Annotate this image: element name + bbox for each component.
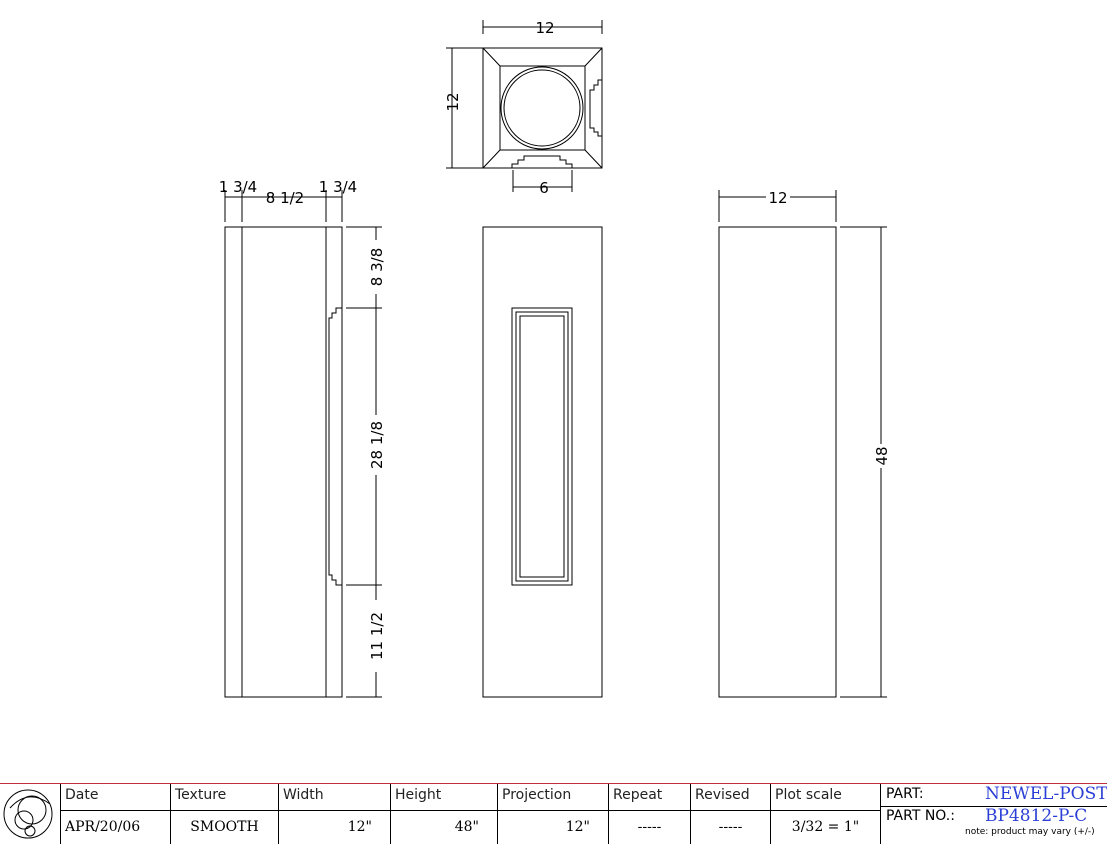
value-plot-scale: 3/32 = 1" <box>770 811 880 844</box>
right-view: 12 48 <box>718 188 891 698</box>
top-depth-dim: 12 <box>444 92 462 111</box>
top-view: 12 12 6 <box>444 19 603 197</box>
side-view: 1 3/4 8 1/2 1 3/4 8 3/8 28 1/8 11 1/2 <box>219 178 386 698</box>
part-no-label: PART NO.: <box>886 808 955 824</box>
drawing-canvas: 12 12 6 1 3/4 8 1/2 1 3/4 8 3/8 28 1/8 1… <box>219 19 891 698</box>
side-dim-center: 8 1/2 <box>266 189 304 207</box>
value-repeat: ----- <box>608 811 690 844</box>
value-date: APR/20/06 <box>60 811 170 844</box>
side-dim-top-rail: 8 3/8 <box>368 248 386 286</box>
header-projection: Projection <box>497 784 608 811</box>
header-plot-scale: Plot scale <box>770 784 880 811</box>
top-width-dim: 12 <box>535 19 554 37</box>
value-height: 48" <box>390 811 497 844</box>
right-height-dim: 48 <box>873 446 891 465</box>
part-no-value: BP4812-P-C <box>985 806 1088 826</box>
value-texture: SMOOTH <box>170 811 278 844</box>
variation-note: note: product may vary (+/-) <box>965 827 1095 837</box>
value-revised: ----- <box>690 811 770 844</box>
header-height: Height <box>390 784 497 811</box>
header-revised: Revised <box>690 784 770 811</box>
part-label: PART: <box>886 786 924 802</box>
part-value: NEWEL-POST <box>985 784 1107 804</box>
company-logo <box>0 784 60 844</box>
header-date: Date <box>60 784 170 811</box>
part-info: PART: NEWEL-POST PART NO.: BP4812-P-C no… <box>880 784 1107 844</box>
header-texture: Texture <box>170 784 278 811</box>
side-dim-left: 1 3/4 <box>219 178 257 196</box>
right-width-dim: 12 <box>768 189 787 207</box>
side-dim-bottom-rail: 11 1/2 <box>368 612 386 660</box>
title-block: Date Texture Width Height Projection Rep… <box>0 783 1107 844</box>
front-view <box>482 226 603 698</box>
value-projection: 12" <box>497 811 608 844</box>
header-repeat: Repeat <box>608 784 690 811</box>
top-molding-dim: 6 <box>539 179 549 197</box>
header-width: Width <box>278 784 390 811</box>
side-dim-right: 1 3/4 <box>319 178 357 196</box>
value-width: 12" <box>278 811 390 844</box>
side-dim-panel: 28 1/8 <box>368 421 386 469</box>
